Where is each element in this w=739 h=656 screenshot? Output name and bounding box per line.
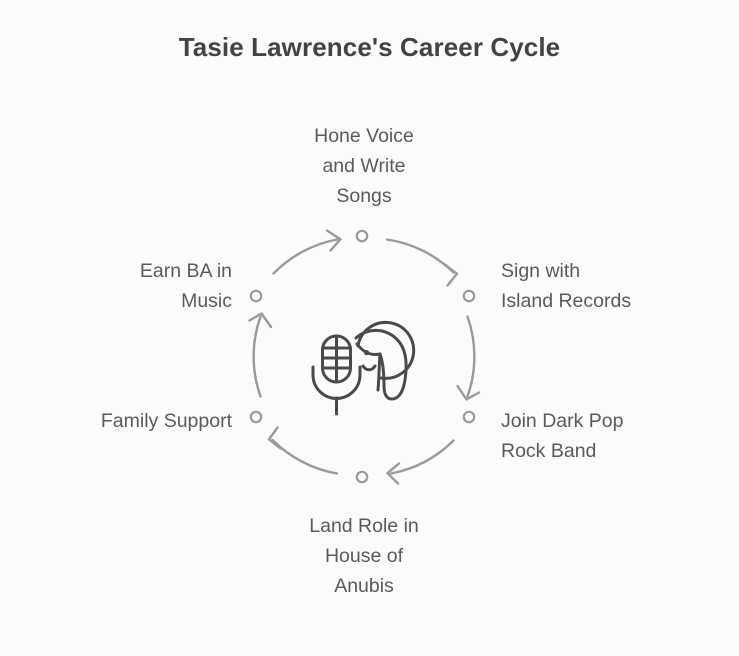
cycle-label-earn-ba-music: Earn BA in Music (139, 260, 232, 312)
node-marker-family-support (249, 410, 263, 424)
cycle-label-hone-voice: Hone Voice and Write Songs (314, 125, 414, 207)
singer-face-icon (354, 320, 416, 401)
arc-hone-voice-to-sign-island (385, 238, 459, 287)
node-marker-join-band (462, 410, 476, 424)
node-marker-land-role (355, 470, 369, 484)
microphone-icon (311, 334, 362, 416)
arc-land-role-to-family-support (267, 426, 339, 475)
node-marker-hone-voice (355, 229, 369, 243)
cycle-arcs (248, 229, 481, 485)
cycle-nodes (249, 229, 476, 484)
microphone-and-singer-icon (311, 320, 416, 416)
cycle-label-join-band: Join Dark Pop Rock Band (501, 410, 624, 462)
node-marker-sign-island (462, 289, 476, 303)
arc-sign-island-to-join-band (456, 315, 481, 401)
cycle-label-land-role: Land Role in House of Anubis (309, 515, 419, 597)
cycle-label-family-support: Family Support (100, 410, 232, 432)
page-title: Tasie Lawrence's Career Cycle (178, 32, 561, 62)
node-marker-earn-ba (249, 289, 263, 303)
arc-join-band-to-land-role (386, 439, 455, 485)
cycle-label-sign-island-records: Sign with Island Records (501, 260, 632, 312)
arc-family-support-to-earn-ba (248, 312, 273, 398)
arc-earn-ba-to-hone-voice (272, 229, 342, 275)
